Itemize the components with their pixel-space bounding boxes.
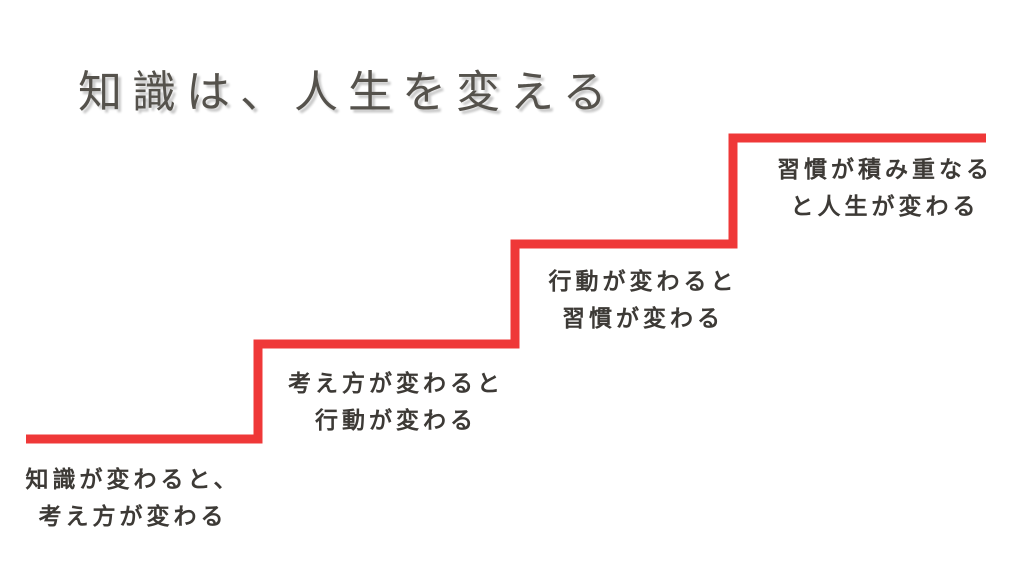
step-1-line-1: 知識が変わると、 xyxy=(25,467,241,493)
step-2-line-2: 行動が変わる xyxy=(315,408,477,434)
step-1-line-2: 考え方が変わる xyxy=(38,504,228,530)
step-4-line-1: 習慣が積み重なる xyxy=(777,157,993,183)
step-4-line-2: と人生が変わる xyxy=(790,194,980,220)
step-label-3: 行動が変わると 習慣が変わる xyxy=(528,264,758,338)
staircase-path xyxy=(26,133,986,444)
step-3-line-1: 行動が変わると xyxy=(548,269,738,295)
step-label-1: 知識が変わると、 考え方が変わる xyxy=(8,462,258,536)
step-label-4: 習慣が積み重なる と人生が変わる xyxy=(755,152,1015,226)
step-2-line-1: 考え方が変わると xyxy=(288,371,504,397)
diagram-title: 知識は、人生を変える xyxy=(78,67,617,118)
step-label-2: 考え方が変わると 行動が変わる xyxy=(262,366,530,440)
step-3-line-2: 習慣が変わる xyxy=(562,306,724,332)
